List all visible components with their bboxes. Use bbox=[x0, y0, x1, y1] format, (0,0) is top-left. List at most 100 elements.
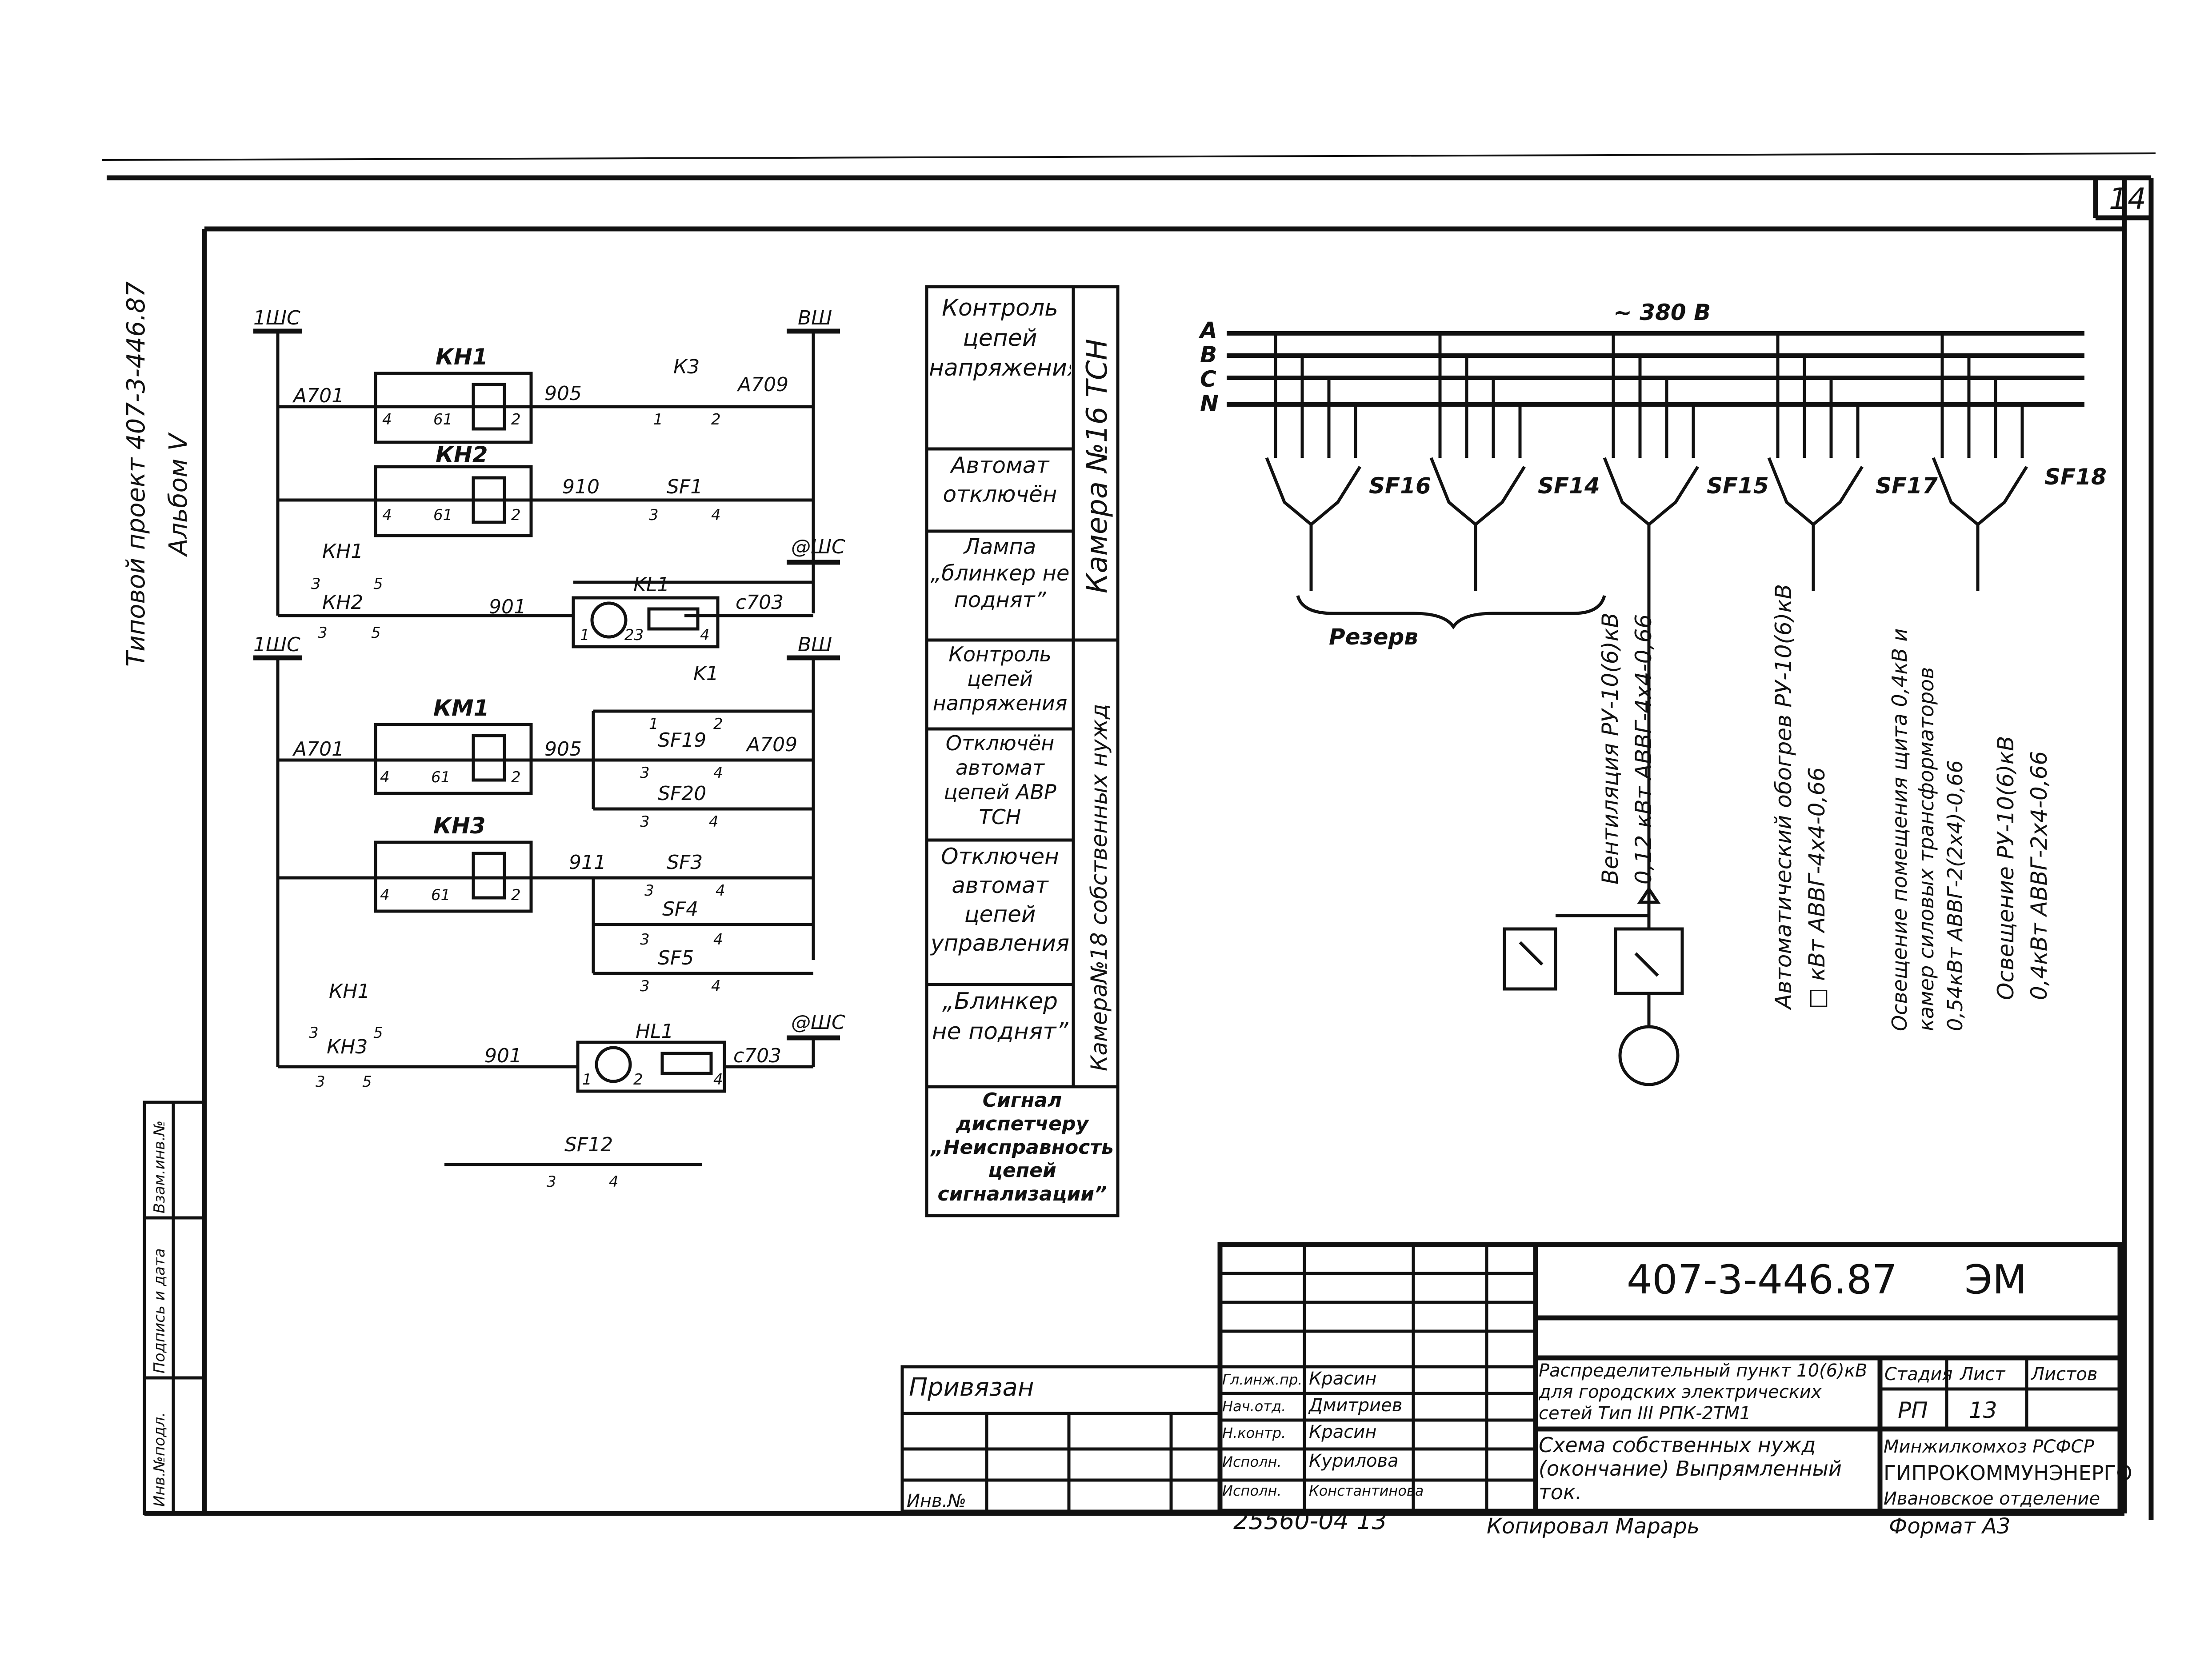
bus-label-shs-top: @ШС bbox=[791, 536, 845, 558]
feeder-heating-l1: Автоматический обогрев РУ-10(6)кВ bbox=[1771, 584, 1796, 1010]
role-norm-control: Н.контр. bbox=[1222, 1425, 1286, 1441]
role-chief-engineer: Гл.инж.пр. bbox=[1222, 1371, 1303, 1388]
name-2: Дмитриев bbox=[1308, 1395, 1402, 1416]
format-label: Формат А3 bbox=[1889, 1514, 2010, 1539]
description-2-wrap: Схема собственных нужд (окончание) Выпря… bbox=[1539, 1433, 1842, 1504]
legend-row-1-wrap: Контроль цепей напряжения bbox=[929, 295, 1071, 382]
pin: 2 bbox=[633, 1071, 643, 1089]
bound-label: Привязан bbox=[909, 1373, 1034, 1402]
pin: 3 bbox=[640, 813, 650, 831]
legend-group-own-needs: Камера№18 собственных нужд bbox=[1086, 704, 1112, 1071]
breaker-sf18: SF18 bbox=[2044, 464, 2107, 490]
device-sf5: SF5 bbox=[658, 947, 694, 969]
pin: 5 bbox=[362, 1073, 372, 1091]
pin: 61 bbox=[433, 411, 452, 428]
device-kn1-contact: КН1 bbox=[322, 540, 363, 563]
wire-a709-bottom: А709 bbox=[745, 733, 797, 756]
legend-row-5: Отключён автомат цепей АВР ТСН bbox=[944, 731, 1056, 829]
pin: 3 bbox=[644, 882, 654, 900]
feeder-lighting-shield-l1: Освещение помещения щита 0,4кВ и bbox=[1888, 628, 1912, 1031]
role-head-dept: Нач.отд. bbox=[1222, 1398, 1286, 1415]
name-1: Красин bbox=[1309, 1369, 1376, 1389]
pin: 3 bbox=[649, 506, 659, 524]
wire-910: 910 bbox=[562, 476, 600, 498]
pin: 5 bbox=[373, 575, 383, 593]
device-kn2-contact: КН2 bbox=[322, 591, 363, 614]
description-1-wrap: Распределительный пункт 10(6)кВ для горо… bbox=[1539, 1361, 1867, 1424]
pin: 3 bbox=[640, 931, 650, 949]
wire-a701-top: А701 bbox=[292, 384, 344, 407]
pin: 1 bbox=[580, 626, 590, 644]
pin: 61 bbox=[431, 886, 450, 904]
legend-row-4: Контроль цепей напряжения bbox=[932, 642, 1068, 716]
phase-b: В bbox=[1200, 342, 1217, 368]
wire-901-top: 901 bbox=[489, 596, 526, 618]
device-sf4: SF4 bbox=[662, 898, 698, 921]
device-sf12: SF12 bbox=[564, 1133, 613, 1156]
sheet-frame bbox=[102, 152, 2156, 1520]
wire-901-bottom: 901 bbox=[484, 1045, 522, 1067]
reserve-label: Резерв bbox=[1329, 624, 1418, 650]
pin: 2 bbox=[511, 411, 521, 428]
phase-a: А bbox=[1198, 317, 1217, 343]
phase-n: N bbox=[1200, 391, 1219, 416]
pin: 2 bbox=[713, 715, 723, 733]
device-kn1-contact-2: КН1 bbox=[329, 980, 370, 1003]
sheet-header: Лист bbox=[1959, 1364, 2006, 1385]
feeder-lighting-shield-l2: камер силовых трансформаторов bbox=[1914, 667, 1938, 1031]
side-stamp-sign: Подпись и дата bbox=[151, 1248, 168, 1373]
device-sf3: SF3 bbox=[667, 851, 703, 874]
pin: 3 bbox=[309, 1024, 319, 1042]
pin-numbers: 4 61 2 1 2 4 61 2 3 4 3 5 3 5 1 23 4 1 2… bbox=[309, 411, 725, 1191]
legend-row-5-wrap: Отключён автомат цепей АВР ТСН bbox=[944, 731, 1056, 829]
pin: 3 bbox=[640, 977, 650, 995]
pin: 3 bbox=[547, 1173, 556, 1191]
pin: 3 bbox=[316, 1073, 325, 1091]
pin: 4 bbox=[380, 768, 390, 786]
pin: 2 bbox=[511, 768, 521, 786]
wire-a701-bottom: А701 bbox=[292, 738, 344, 760]
feeder-ventilation-l1: Вентиляция РУ-10(6)кВ bbox=[1597, 612, 1623, 885]
legend-row-3: Лампа „блинкер не поднят” bbox=[930, 534, 1070, 612]
doc-code: 407-3-446.87 bbox=[1627, 1257, 1897, 1303]
name-5: Константинова bbox=[1309, 1482, 1424, 1499]
feeder-lighting-shield-l3: 0,54кВт АВВГ-2(2х4)-0,66 bbox=[1943, 760, 1967, 1031]
description-2: Схема собственных нужд (окончание) Выпря… bbox=[1539, 1433, 1842, 1504]
name-4: Курилова bbox=[1309, 1451, 1399, 1471]
bus-label-1shs-top: 1ШС bbox=[253, 307, 300, 329]
breaker-sf14: SF14 bbox=[1538, 473, 1600, 499]
wire-911: 911 bbox=[569, 851, 606, 874]
breaker-sf16: SF16 bbox=[1369, 473, 1431, 499]
device-kn3: КН3 bbox=[433, 813, 486, 839]
org-2: ГИПРОКОММУНЭНЕРГО bbox=[1884, 1461, 2132, 1485]
legend-row-8: Сигнал диспетчеру „Неисправность цепей с… bbox=[931, 1089, 1114, 1206]
sheet-value: 13 bbox=[1969, 1397, 1997, 1423]
power-diagram bbox=[1227, 331, 2084, 1086]
breaker-sf15: SF15 bbox=[1707, 473, 1769, 499]
page-number: 14 bbox=[2109, 182, 2146, 216]
legend-row-6-wrap: Отключен автомат цепей управления bbox=[930, 844, 1070, 956]
pin: 4 bbox=[716, 882, 725, 900]
feeder-group-sf14 bbox=[1429, 333, 1526, 591]
control-schematic bbox=[253, 328, 840, 1166]
device-sf20: SF20 bbox=[658, 782, 706, 805]
legend-row-2-wrap: Автомат отключён bbox=[943, 452, 1057, 507]
bus-label-vsh-top: ВШ bbox=[798, 307, 832, 329]
legend-row-7-wrap: „Блинкер не поднят” bbox=[932, 988, 1068, 1045]
wire-905-bottom: 905 bbox=[544, 738, 582, 760]
feeder-group-sf17-18 bbox=[1767, 333, 2028, 591]
bus-label-shs-bottom: @ШС bbox=[791, 1011, 845, 1034]
legend-row-6: Отключен автомат цепей управления bbox=[930, 844, 1070, 956]
pin: 3 bbox=[311, 575, 321, 593]
inv-label: Инв.№ bbox=[907, 1491, 966, 1511]
pin: 2 bbox=[711, 411, 721, 428]
wire-c703-bottom: с703 bbox=[733, 1045, 781, 1067]
pin: 61 bbox=[433, 506, 452, 524]
side-album: Альбом V bbox=[164, 432, 193, 557]
pin: 4 bbox=[713, 931, 723, 949]
legend-row-1: Контроль цепей напряжения bbox=[929, 295, 1071, 382]
legend-table bbox=[925, 285, 1120, 1217]
voltage-label: ~ 380 В bbox=[1613, 300, 1711, 325]
role-executor-2: Исполн. bbox=[1222, 1482, 1282, 1499]
